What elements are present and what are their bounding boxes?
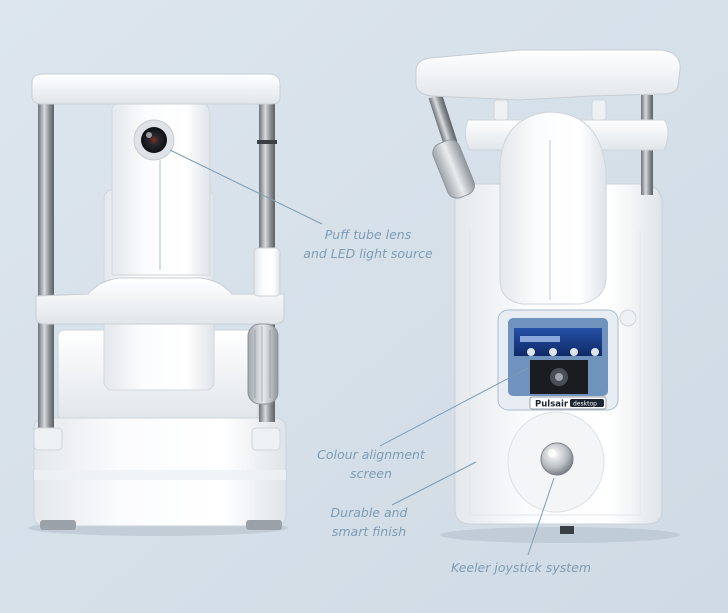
callout-line-screen [379,367,529,447]
height-knob [247,323,279,405]
callout-colour-screen-line1: Colour alignment [317,447,425,462]
forehead-rest [31,73,281,105]
brand-suffix-label: desktop [573,401,597,408]
callout-finish-line2: smart finish [331,524,407,539]
callout-line-finish [391,461,477,506]
callout-lines [169,149,555,556]
joystick [540,442,574,476]
front-view-device [28,73,288,536]
right-height-knob [432,139,475,199]
side-view-device: Pulsair desktop Easy Puff [415,49,681,543]
callout-puff-tube-line2: and LED light source [303,246,433,261]
callout-puff-tube: Puff tube lens and LED light source [283,225,453,263]
callout-colour-screen-line2: screen [350,466,392,481]
callout-colour-screen: Colour alignment screen [306,445,436,483]
callout-line-puff [169,149,323,225]
callout-finish: Durable and smart finish [314,503,424,541]
brand-label: Pulsair [535,400,569,410]
callout-finish-line1: Durable and [330,505,408,520]
callout-line-joystick [527,477,555,556]
right-puff-head [499,111,607,305]
chin-rest [35,277,285,325]
callout-joystick: Keeler joystick system [446,558,596,577]
callout-joystick-line1: Keeler joystick system [450,560,592,575]
right-forehead-rest [415,49,681,101]
callout-puff-tube-line1: Puff tube lens [324,227,412,242]
left-rod [38,92,54,432]
